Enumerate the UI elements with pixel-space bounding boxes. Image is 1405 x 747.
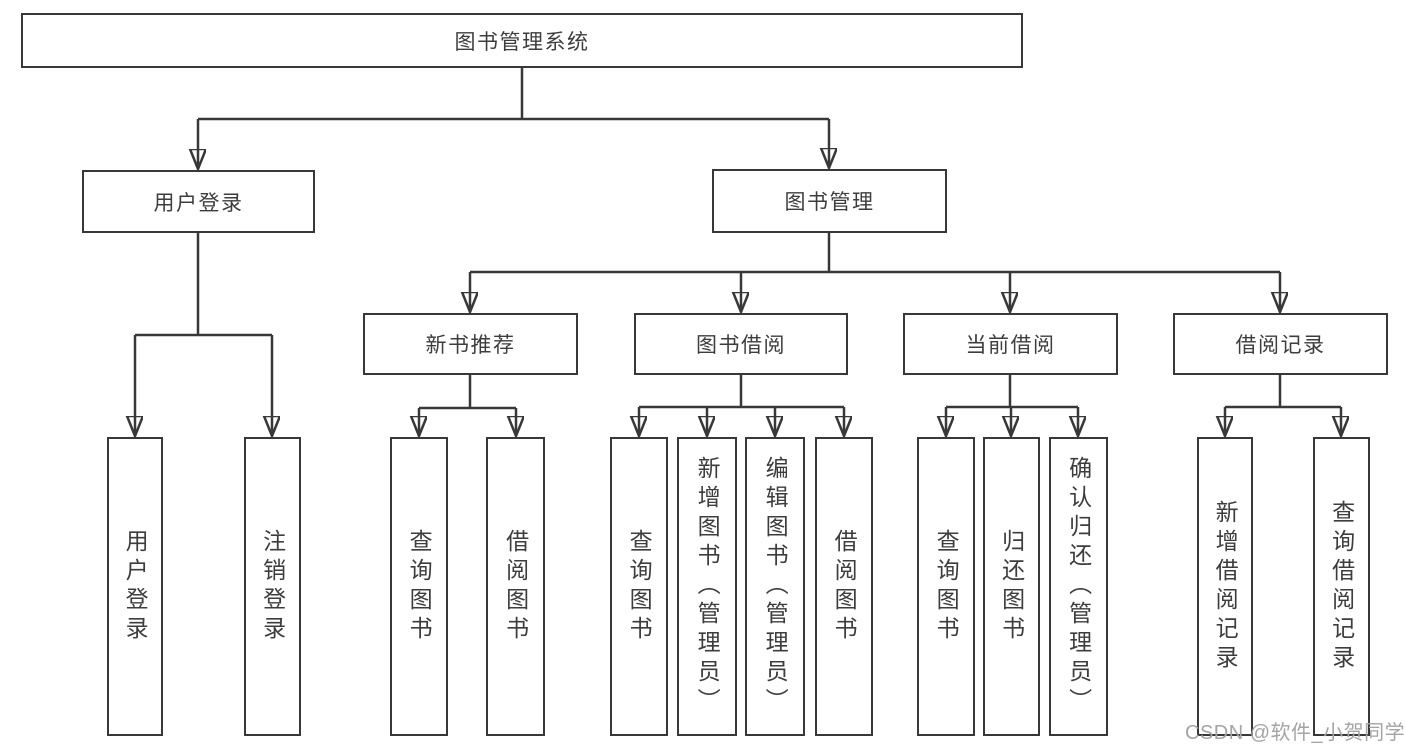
leaf-borrow-books-recommend: 借阅图书 <box>486 437 545 736</box>
leaf-borrow-books: 借阅图书 <box>815 437 873 736</box>
watermark: CSDN @软件_小贺同学 <box>1185 722 1405 744</box>
leaf-query-books-current: 查询图书 <box>917 437 975 736</box>
leaf-return-book: 归还图书 <box>983 437 1040 736</box>
leaf-query-borrow-record: 查询借阅记录 <box>1313 437 1370 736</box>
node-current-borrow: 当前借阅 <box>903 313 1118 375</box>
leaf-add-book-admin: 新增图书（管理员） <box>677 437 737 736</box>
node-new-book-recommend: 新书推荐 <box>363 313 578 375</box>
node-book-management: 图书管理 <box>712 169 947 233</box>
node-book-borrow: 图书借阅 <box>634 313 848 375</box>
leaf-query-books-recommend: 查询图书 <box>390 437 448 736</box>
node-user-login: 用户登录 <box>82 170 315 233</box>
leaf-logout: 注销登录 <box>244 437 301 736</box>
node-borrow-records: 借阅记录 <box>1173 313 1388 375</box>
leaf-edit-book-admin: 编辑图书（管理员） <box>745 437 805 736</box>
leaf-confirm-return-admin: 确认归还（管理员） <box>1049 437 1108 736</box>
leaf-query-books-borrow: 查询图书 <box>610 437 668 736</box>
leaf-user-login: 用户登录 <box>107 437 163 736</box>
leaf-add-borrow-record: 新增借阅记录 <box>1197 437 1253 736</box>
node-root: 图书管理系统 <box>21 13 1023 68</box>
